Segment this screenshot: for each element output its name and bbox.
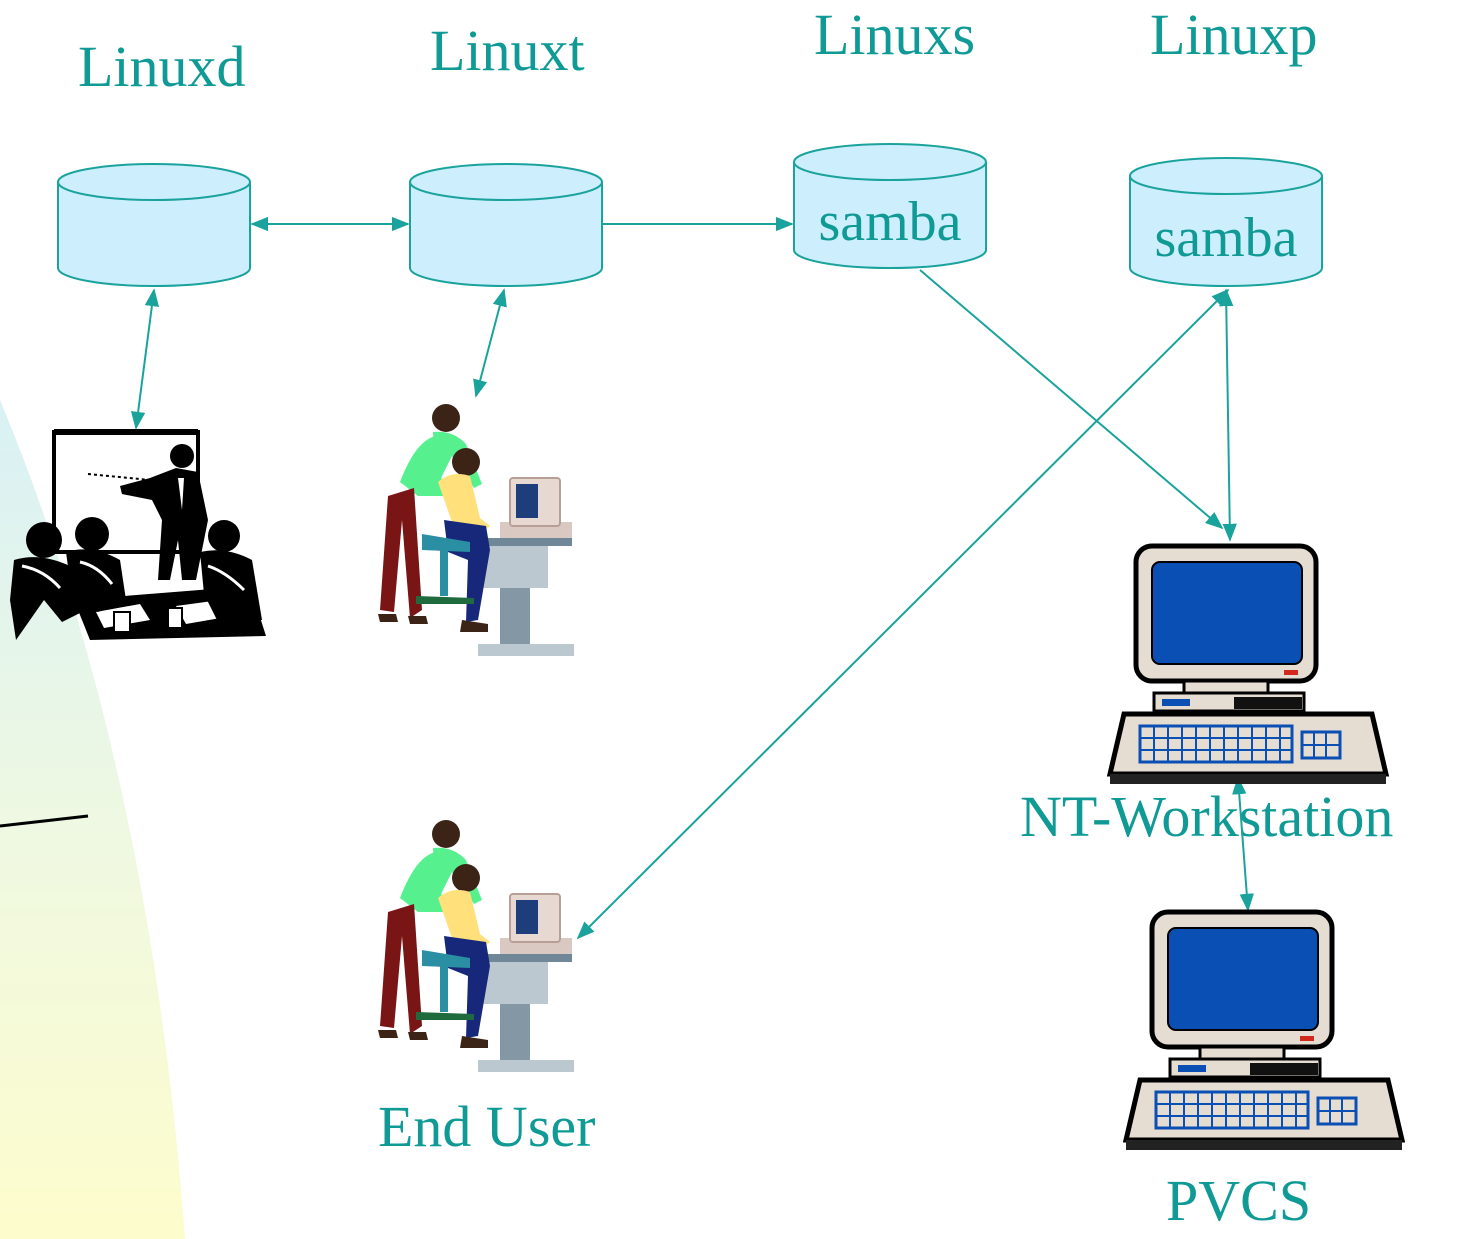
connector-linuxd-meeting (130, 288, 160, 430)
engineer-top-icon (377, 403, 575, 657)
linuxd-label: Linuxd (78, 34, 246, 99)
linuxd-database-icon (57, 163, 251, 287)
presentation-meeting-icon (10, 429, 266, 640)
linuxt-database-icon (409, 163, 603, 287)
pvcs-computer-icon (1126, 912, 1402, 1150)
connector-workstation-pvcs (1232, 776, 1254, 912)
linuxs-database-icon: samba (793, 143, 987, 269)
linuxs-share-label: samba (818, 191, 961, 253)
linuxp-label: Linuxp (1150, 2, 1318, 67)
connector-linuxp-enduser (576, 288, 1230, 940)
pvcs-label: PVCS (1166, 1168, 1312, 1233)
linuxp-share-label: samba (1154, 207, 1297, 269)
connector-linuxs-workstation (919, 269, 1224, 530)
end-user-icon (377, 819, 575, 1073)
connector-linuxt-engineer (473, 288, 507, 398)
linuxs-label: Linuxs (814, 2, 976, 67)
end-user-label: End User (378, 1094, 596, 1159)
nt-workstation-computer-icon (1110, 546, 1386, 784)
linuxp-database-icon: samba (1129, 157, 1323, 287)
connector-linuxp-workstation (1219, 288, 1237, 542)
decorative-line (0, 814, 89, 828)
linuxt-label: Linuxt (430, 18, 585, 83)
